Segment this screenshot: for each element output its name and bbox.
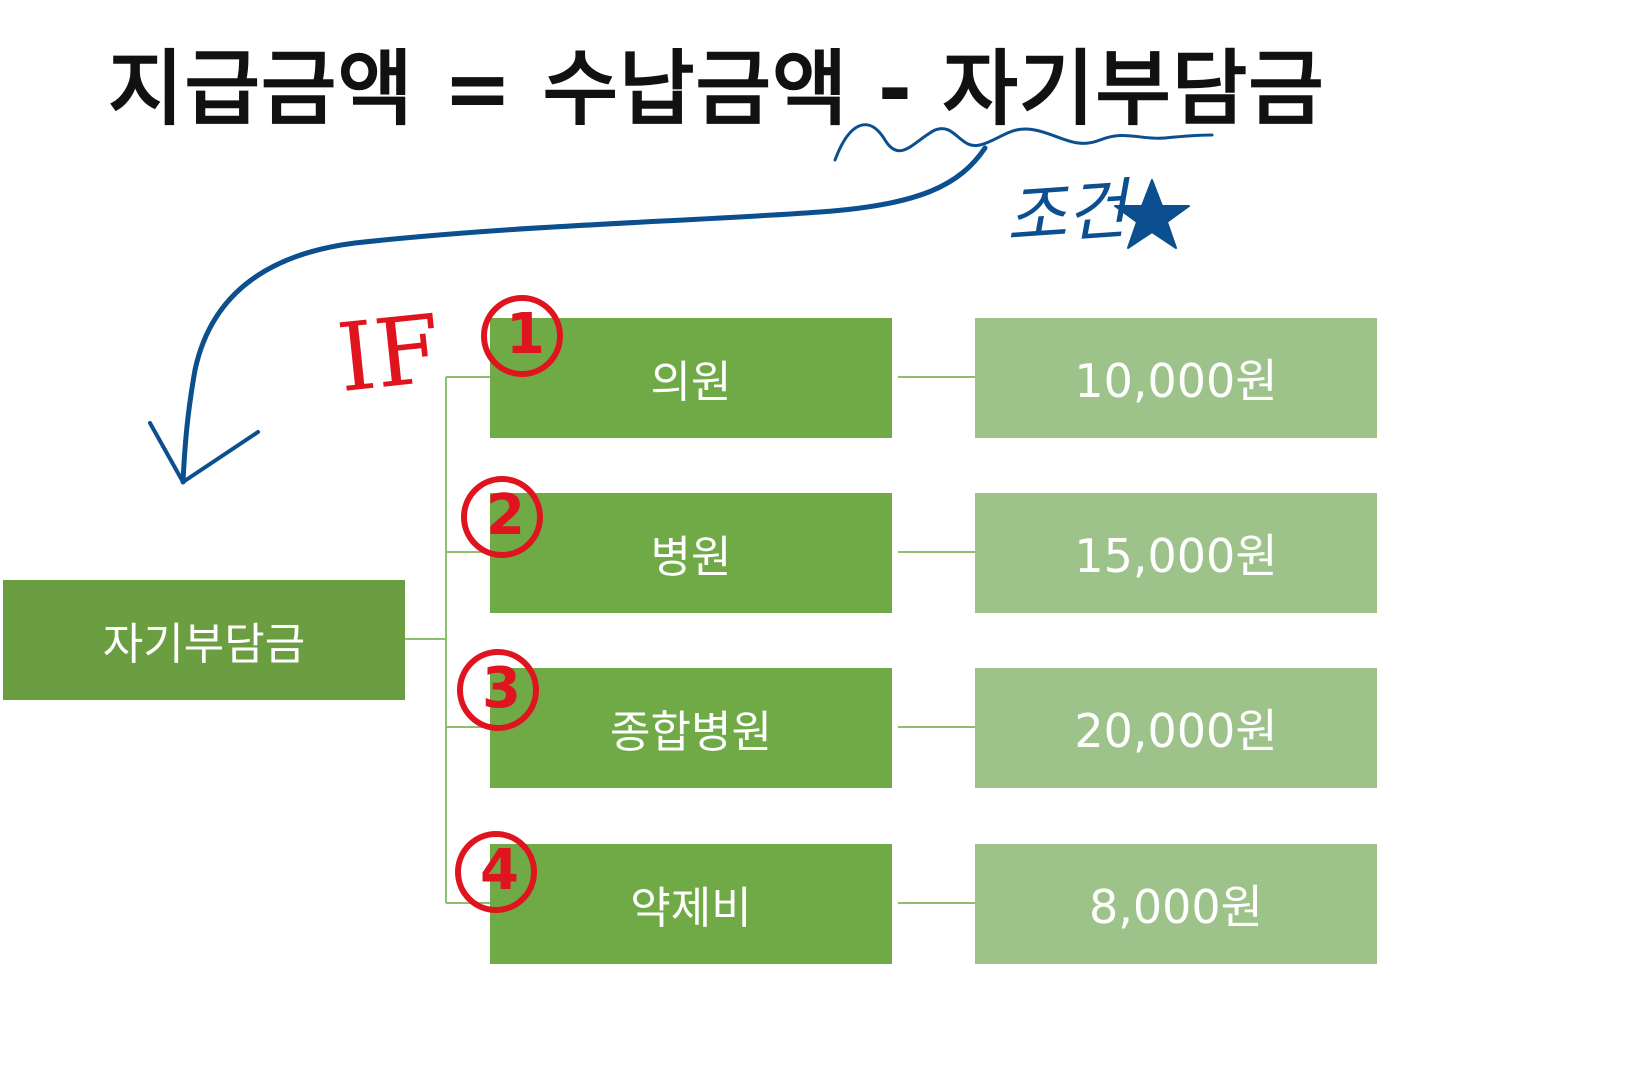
amount-label: 20,000원 (1074, 704, 1278, 758)
node-amount-2: 15,000원 (975, 493, 1377, 613)
marker-number-1: 1 (506, 302, 545, 367)
institution-label: 의원 (650, 357, 732, 408)
node-institution-1: 의원 (490, 318, 892, 438)
node-amount-4: 8,000원 (975, 844, 1377, 964)
root-node-copay: 자기부담금 (3, 580, 405, 700)
node-amount-1: 10,000원 (975, 318, 1377, 438)
formula-title: 지급금액 = 수납금액 - 자기부담금 (108, 42, 1325, 137)
amount-label: 8,000원 (1088, 880, 1263, 934)
node-institution-3: 종합병원 (490, 668, 892, 788)
amount-label: 15,000원 (1074, 529, 1278, 583)
marker-number-4: 4 (480, 838, 519, 903)
marker-number-2: 2 (486, 483, 525, 548)
node-institution-4: 약제비 (490, 844, 892, 964)
node-amount-3: 20,000원 (975, 668, 1377, 788)
star-icon (1114, 179, 1190, 249)
condition-note: 조건 (1002, 170, 1130, 257)
marker-number-3: 3 (482, 656, 521, 721)
marker-circle-3 (457, 649, 539, 731)
amount-label: 10,000원 (1074, 354, 1278, 408)
arrow-curve (180, 145, 988, 485)
root-node-label: 자기부담금 (102, 619, 306, 670)
wavy-underline (833, 123, 1214, 162)
marker-circle-4 (455, 831, 537, 913)
if-label: IF (332, 294, 446, 415)
institution-label: 약제비 (630, 883, 752, 934)
institution-label: 병원 (650, 532, 732, 583)
institution-label: 종합병원 (610, 707, 772, 758)
marker-circle-2 (461, 476, 543, 558)
node-institution-2: 병원 (490, 493, 892, 613)
marker-circle-1 (481, 295, 563, 377)
arrow-head (148, 421, 260, 484)
